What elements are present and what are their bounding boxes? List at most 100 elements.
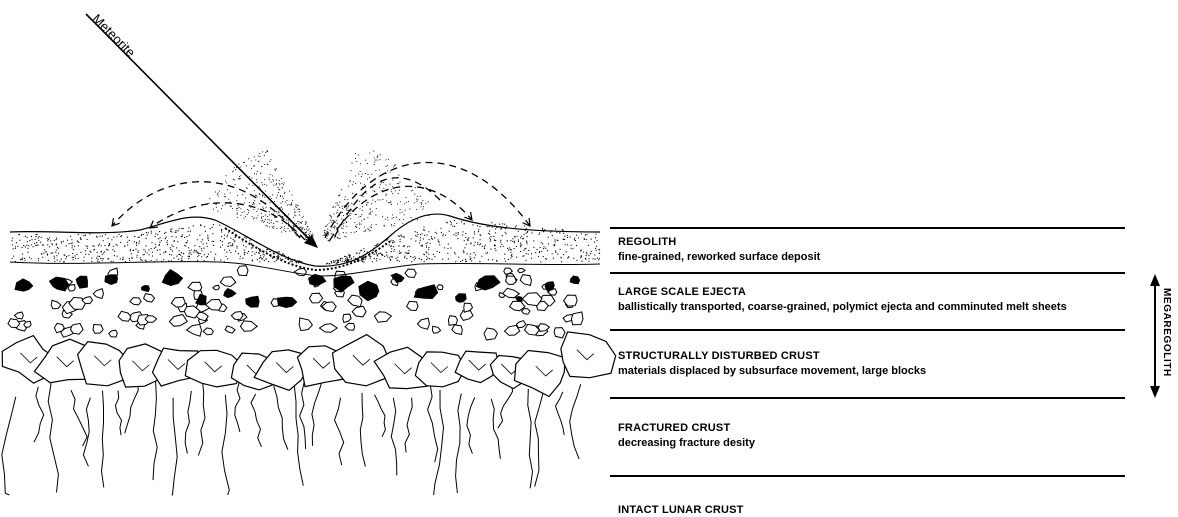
regolith-grain [599, 249, 600, 250]
regolith-grain [389, 257, 390, 258]
spray-grain [350, 218, 351, 219]
spray-grain [346, 209, 347, 210]
fracture-line [528, 389, 533, 488]
spray-grain [391, 204, 392, 205]
spray-grain [297, 209, 298, 210]
spray-grain [237, 217, 238, 218]
spray-grain [273, 226, 274, 227]
regolith-grain [12, 238, 13, 239]
spray-grain [323, 235, 324, 236]
spray-grain [379, 176, 380, 177]
ejecta-clast [448, 316, 457, 326]
regolith-grain [141, 260, 142, 261]
regolith-grain [495, 232, 496, 233]
spray-grain [421, 204, 422, 205]
regolith-grain [531, 258, 532, 259]
spray-grain [390, 201, 391, 202]
spray-grain [286, 200, 287, 201]
regolith-grain [552, 253, 553, 254]
spray-grain [255, 195, 256, 196]
spray-grain [363, 219, 364, 220]
regolith-grain [574, 239, 575, 240]
spray-grain [338, 195, 339, 196]
spray-grain [343, 232, 344, 233]
regolith-grain [251, 243, 252, 244]
regolith-grain [428, 247, 429, 248]
regolith-grain [382, 254, 383, 255]
melt-fragments [15, 269, 581, 308]
spray-grain [276, 228, 277, 229]
spray-grain [252, 216, 253, 217]
regolith-grain [511, 256, 512, 257]
spray-grain [248, 210, 249, 211]
spray-grain [365, 160, 366, 161]
regolith-grain [234, 241, 235, 242]
regolith-grain [91, 261, 92, 262]
regolith-grain [561, 261, 562, 262]
spray-grain [337, 223, 338, 224]
regolith-grain [238, 253, 239, 254]
spray-grain [232, 208, 233, 209]
ejecta-clast [407, 301, 418, 310]
regolith-grain [500, 240, 501, 241]
spray-grain [277, 221, 278, 222]
regolith-grain [475, 254, 476, 255]
spray-grain [327, 235, 328, 236]
regolith-grain [344, 261, 345, 262]
regolith-grain [205, 231, 206, 232]
regolith-grain [448, 258, 449, 259]
regolith-grain [171, 231, 172, 232]
spray-grain [339, 233, 340, 234]
regolith-grain [96, 258, 97, 259]
regolith-grain [99, 261, 100, 262]
regolith-grain [592, 258, 593, 259]
regolith-grain [254, 253, 255, 254]
spray-grain [256, 211, 257, 212]
regolith-grain [545, 248, 546, 249]
regolith-grain [180, 255, 181, 256]
spray-grain [246, 165, 247, 166]
spray-grain [283, 184, 284, 185]
spray-grain [325, 226, 326, 227]
regolith-grain [408, 252, 409, 253]
regolith-grain [42, 257, 43, 258]
spray-grain [400, 201, 401, 202]
regolith-grain [465, 233, 466, 234]
regolith-grain [523, 250, 524, 251]
spray-grain [282, 216, 283, 217]
ejecta-trajectories [112, 162, 530, 240]
spray-grain [259, 193, 260, 194]
regolith-grain [165, 251, 166, 252]
regolith-grain [135, 248, 136, 249]
spray-grain [325, 233, 326, 234]
regolith-grain [99, 244, 100, 245]
regolith-grain [137, 255, 138, 256]
regolith-grain [422, 246, 423, 247]
spray-grain [304, 229, 305, 230]
regolith-grain [495, 240, 496, 241]
regolith-grain [152, 252, 153, 253]
regolith-grain [47, 238, 48, 239]
regolith-grain [63, 241, 64, 242]
regolith-grain [116, 236, 117, 237]
spray-grain [394, 223, 395, 224]
regolith-grain [568, 256, 569, 257]
regolith-grain [377, 243, 378, 244]
spray-grain [272, 194, 273, 195]
spray-grain [372, 199, 373, 200]
regolith-grain [486, 253, 487, 254]
regolith-grain [363, 261, 364, 262]
regolith-grain [408, 250, 409, 251]
fracture-line [300, 383, 306, 449]
regolith-grain [229, 242, 230, 243]
spray-grain [384, 225, 385, 226]
regolith-grain [213, 245, 214, 246]
spray-grain [247, 214, 248, 215]
regolith-grain [393, 246, 394, 247]
spray-grain [266, 185, 267, 186]
regolith-grain [487, 226, 488, 227]
spray-grain [313, 235, 314, 236]
spray-grain [254, 200, 255, 201]
spray-grain [405, 210, 406, 211]
regolith-grain [129, 258, 130, 259]
